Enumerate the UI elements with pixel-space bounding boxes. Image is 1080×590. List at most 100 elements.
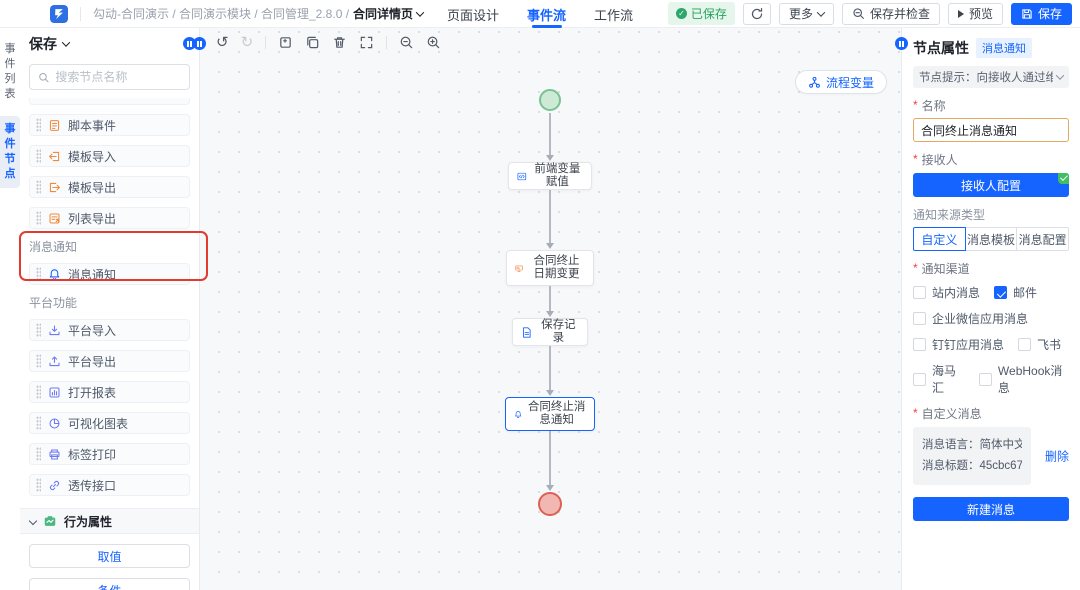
delete-icon[interactable] (332, 35, 347, 50)
get-value-button[interactable]: 取值 (29, 544, 190, 568)
zoom-out-icon[interactable] (399, 35, 414, 50)
edge-connector (546, 113, 553, 161)
checkbox-box[interactable] (1018, 338, 1032, 351)
channel-row: 钉钉应用消息 飞书 (913, 336, 1069, 353)
scrolled-item-partial (29, 98, 190, 105)
start-node[interactable] (539, 89, 561, 111)
preview-button[interactable]: 预览 (947, 2, 1003, 25)
condition-button[interactable]: 条件 (29, 578, 190, 590)
node-item-template-import[interactable]: 模板导入 (29, 145, 190, 167)
message-title: 消息标题：45cbc673-b191-... (922, 460, 1022, 472)
topbar: 勾动-合同演示 / 合同演示模块 / 合同管理_2.8.0 / 合同详情页 页面… (0, 0, 1080, 28)
redo-icon[interactable]: ↻ (240, 34, 254, 51)
checkbox-box[interactable] (978, 372, 992, 386)
checkbox-box[interactable] (994, 286, 1008, 299)
refresh-button[interactable] (742, 2, 771, 25)
tab-page-design[interactable]: 页面设计 (446, 7, 499, 23)
panel-collapse-toggle[interactable] (895, 37, 908, 50)
checkbox-wecom[interactable]: 企业微信应用消息 (913, 310, 1028, 327)
panel-header: 节点属性 消息通知 (913, 38, 1069, 58)
breadcrumb-current[interactable]: 合同详情页 (353, 7, 414, 21)
divider (386, 36, 388, 49)
breadcrumb[interactable]: 勾动-合同演示 / 合同演示模块 / 合同管理_2.8.0 / 合同详情页 (93, 5, 425, 22)
checkbox-box[interactable] (913, 338, 926, 351)
event-selector[interactable]: 保存 (29, 34, 190, 54)
checkbox-feishu[interactable]: 飞书 (1018, 336, 1061, 353)
sidebar-collapse-toggle[interactable] (183, 37, 196, 50)
check-circle-icon: ✓ (675, 8, 687, 19)
node-item-script-event[interactable]: 脚本事件 (29, 114, 190, 136)
drag-handle[interactable] (36, 118, 41, 132)
checkbox-dingtalk[interactable]: 钉钉应用消息 (913, 336, 1004, 353)
report-icon (49, 387, 60, 397)
drag-handle[interactable] (36, 211, 41, 225)
new-message-button[interactable]: 新建消息 (913, 497, 1069, 521)
checkbox-email[interactable]: 邮件 (994, 284, 1037, 301)
node-item-open-report[interactable]: 打开报表 (29, 381, 190, 403)
save-icon (1022, 8, 1032, 19)
rail-tab-event-list[interactable]: 事件列表 (4, 43, 16, 100)
drag-handle[interactable] (36, 323, 41, 337)
edge-connector (546, 431, 553, 491)
node-item-message-notify[interactable]: 消息通知 (29, 263, 190, 285)
node-item-platform-import[interactable]: 平台导入 (29, 319, 190, 341)
drag-handle[interactable] (36, 478, 41, 492)
fit-view-icon[interactable] (359, 35, 374, 50)
checkbox-site-message[interactable]: 站内消息 (913, 284, 980, 301)
tab-message-template[interactable]: 消息模板 (964, 227, 1018, 251)
flow-node-contract-end-date-change[interactable]: 合同终止日期变更 (506, 250, 594, 286)
message-card[interactable]: 消息语言：简体中文 消息标题：45cbc673-b191-... 删除 (913, 427, 1069, 485)
drag-handle[interactable] (36, 149, 41, 163)
checkbox-box[interactable] (913, 372, 926, 386)
drag-handle[interactable] (36, 267, 41, 281)
node-hint-expander[interactable]: 节点提示：向接收人通过维护的渠 (913, 66, 1069, 88)
flow-node-save-record[interactable]: 保存记录 (512, 318, 588, 346)
source-type-tabs: 自定义 消息模板 消息配置 (913, 227, 1070, 251)
drag-handle[interactable] (36, 354, 41, 368)
receiver-label: 接收人 (913, 152, 1069, 167)
rail-tab-event-nodes[interactable]: 事件节点 (0, 116, 20, 188)
node-item-platform-export[interactable]: 平台导出 (29, 350, 190, 372)
checkbox-box[interactable] (913, 286, 926, 299)
app-logo-icon[interactable] (50, 4, 68, 23)
add-node-icon[interactable] (278, 35, 293, 50)
delete-message-link[interactable]: 删除 (1044, 449, 1069, 464)
save-and-check-button[interactable]: 保存并检查 (841, 2, 940, 25)
canvas-left-toggle[interactable] (193, 37, 206, 50)
name-input[interactable] (921, 123, 1061, 137)
behavior-section-header[interactable]: 行为属性 (20, 508, 199, 534)
pie-chart-icon (49, 418, 60, 428)
flow-node-frontend-assign[interactable]: 前端变量赋值 (508, 162, 592, 190)
drag-handle[interactable] (36, 416, 41, 430)
node-item-visual-chart[interactable]: 可视化图表 (29, 412, 190, 434)
flow-node-contract-end-notify[interactable]: 合同终止消息通知 (505, 397, 595, 431)
drag-handle[interactable] (36, 447, 41, 461)
end-node[interactable] (538, 492, 562, 516)
flow-canvas[interactable]: ↺ ↻ 流程变量 前端变量赋值 合同终止日期变更 (193, 28, 901, 590)
tab-message-config[interactable]: 消息配置 (1016, 227, 1070, 251)
checkbox-webhook[interactable]: WebHook消息 (978, 362, 1069, 396)
tab-custom[interactable]: 自定义 (913, 227, 966, 251)
copy-icon[interactable] (305, 35, 320, 50)
search-input[interactable] (55, 70, 181, 84)
tab-workflow[interactable]: 工作流 (594, 7, 634, 23)
zoom-in-icon[interactable] (426, 35, 441, 50)
flow-variables-button[interactable]: 流程变量 (794, 70, 887, 94)
checkbox-box[interactable] (913, 312, 926, 325)
checkbox-haimahui[interactable]: 海马汇 (913, 362, 965, 396)
node-search[interactable] (29, 64, 190, 90)
left-rail: 事件列表 事件节点 (0, 28, 20, 590)
more-button[interactable]: 更多 (778, 2, 834, 25)
sitemap-icon (809, 76, 820, 88)
drag-handle[interactable] (36, 180, 41, 194)
node-item-template-export[interactable]: 模板导出 (29, 176, 190, 198)
receiver-config-button[interactable]: 接收人配置 (913, 173, 1069, 197)
event-selector-label: 保存 (29, 36, 57, 52)
tab-event-flow[interactable]: 事件流 (527, 0, 566, 28)
node-item-list-export[interactable]: 列表导出 (29, 207, 190, 229)
save-button[interactable]: 保存 (1010, 2, 1072, 25)
node-item-label-print[interactable]: 标签打印 (29, 443, 190, 465)
node-item-passthrough-api[interactable]: 透传接口 (29, 474, 190, 496)
undo-icon[interactable]: ↺ (216, 34, 229, 51)
drag-handle[interactable] (36, 385, 41, 399)
